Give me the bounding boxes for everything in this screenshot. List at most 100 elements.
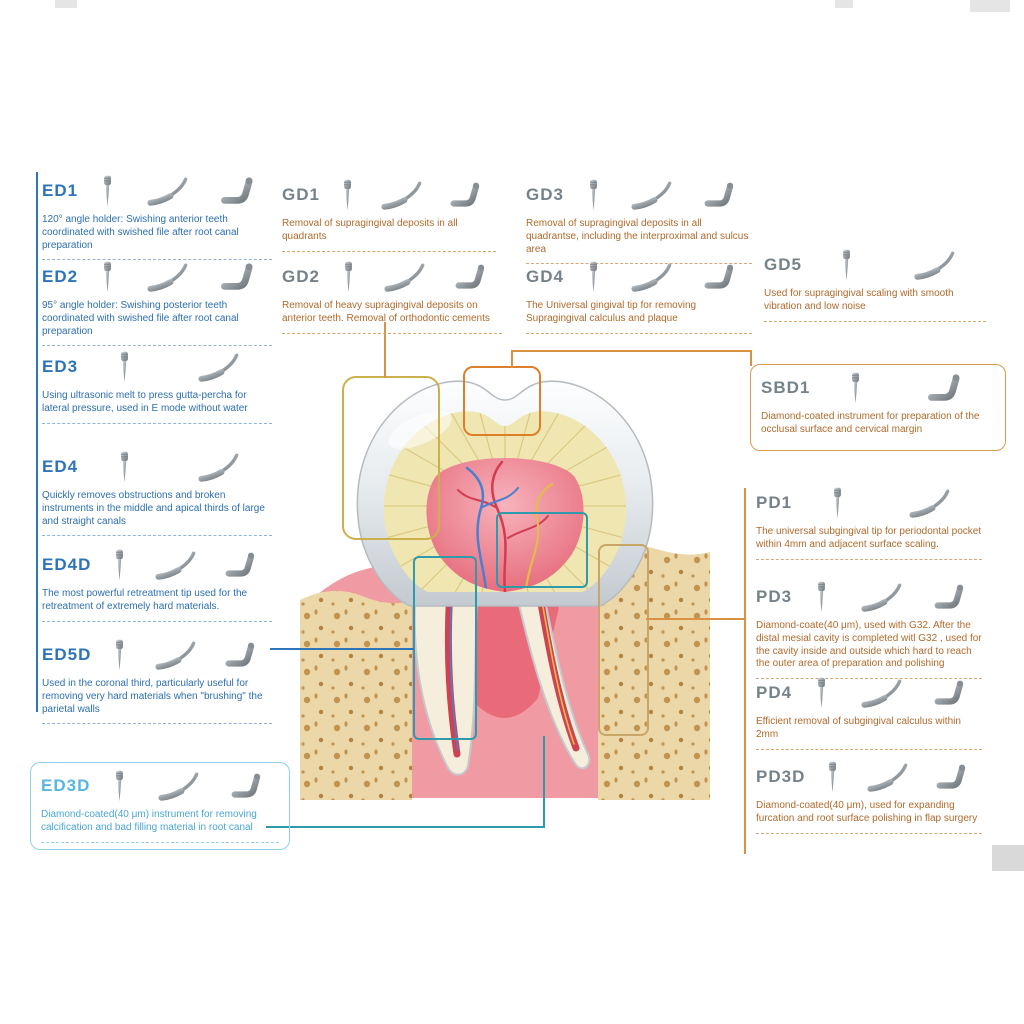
tip-description: Quickly removes obstructions and broken …	[42, 488, 272, 537]
angled-holder-icon	[933, 676, 967, 710]
scaler-insert-icon	[111, 548, 128, 582]
tooth-cross-section-illustration	[300, 380, 710, 800]
connector-ed5d-to-root	[270, 648, 414, 650]
tip-photos	[570, 260, 752, 294]
angled-holder-icon	[935, 760, 969, 794]
connector-gd-to-crown	[384, 322, 386, 378]
curved-tip-icon	[198, 450, 240, 484]
tip-photos	[84, 450, 272, 484]
angled-holder-icon	[224, 548, 258, 582]
angled-holder-icon	[933, 580, 967, 614]
tip-photos	[97, 638, 272, 672]
alveolar-bone-left	[300, 590, 412, 800]
entry-ed3d: ED3D Diamond-coated(40 μm) instrument fo…	[30, 762, 290, 850]
tip-photos	[84, 174, 272, 208]
tip-label: PD4	[756, 683, 793, 702]
curved-tip-icon	[155, 638, 197, 672]
tip-description: Removal of supragingival deposits in all…	[282, 216, 496, 252]
tip-description: Used in the coronal third, particularly …	[42, 676, 272, 725]
tip-photos	[84, 350, 272, 384]
tip-label: GD2	[282, 267, 320, 286]
connector-pd-to-periodontal	[646, 618, 746, 620]
angled-holder-icon	[703, 260, 737, 294]
curved-tip-icon	[155, 548, 197, 582]
curved-tip-icon	[147, 174, 189, 208]
curved-tip-icon	[631, 260, 673, 294]
tip-photos	[326, 178, 496, 212]
entry-pd3d: PD3D Diamond-coated(40 μm), used for exp…	[756, 756, 982, 834]
angled-holder-icon	[219, 174, 257, 208]
connector-sbd1-drop	[750, 350, 752, 366]
tip-description: Used for supragingival scaling with smoo…	[764, 286, 986, 322]
scaler-insert-icon	[116, 450, 133, 484]
highlight-pulp-chamber	[496, 512, 588, 588]
curved-tip-icon	[381, 178, 423, 212]
crop-artifact	[55, 0, 77, 8]
entry-gd5: GD5 Used for supragingival scaling with …	[764, 244, 986, 322]
tip-description: Using ultrasonic melt to press gutta-per…	[42, 388, 272, 424]
scaler-insert-icon	[813, 676, 830, 710]
tip-photos	[84, 260, 272, 294]
entry-pd4: PD4 Efficient removal of subgingival cal…	[756, 672, 982, 750]
crop-artifact	[970, 0, 1010, 12]
angled-holder-icon	[449, 178, 483, 212]
tip-description: 120° angle holder: Swishing anterior tee…	[42, 212, 272, 261]
angled-holder-icon	[703, 178, 737, 212]
tip-description: Diamond-coated(40 μm) instrument for rem…	[41, 807, 279, 843]
tip-label: GD4	[526, 267, 564, 286]
enamel-gloss-highlight	[388, 411, 452, 449]
curved-tip-icon	[861, 580, 903, 614]
tip-label: ED4	[42, 457, 79, 476]
tip-description: Removal of heavy supragingival deposits …	[282, 298, 502, 334]
tip-photos	[326, 260, 502, 294]
highlight-crown-left	[342, 376, 440, 540]
tip-description: 95° angle holder: Swishing posterior tee…	[42, 298, 272, 347]
curved-tip-icon	[861, 676, 903, 710]
tip-label: GD5	[764, 255, 802, 274]
tip-label: GD3	[526, 185, 564, 204]
angled-holder-icon	[230, 769, 264, 803]
alveolar-bone-right	[598, 545, 710, 800]
crop-artifact	[835, 0, 853, 8]
tip-label: PD3	[756, 587, 793, 606]
scaler-insert-icon	[116, 350, 133, 384]
curved-tip-icon	[158, 769, 200, 803]
crop-artifact-corner	[992, 845, 1024, 871]
tip-label: PD1	[756, 493, 793, 512]
tip-label: ED3D	[41, 776, 91, 795]
tip-photos	[570, 178, 752, 212]
tip-photos	[798, 676, 982, 710]
curved-tip-icon	[198, 350, 240, 384]
tip-label: PD3D	[756, 767, 806, 786]
tip-photos	[798, 486, 982, 520]
scaler-insert-icon	[829, 486, 846, 520]
entry-gd4: GD4 The Universal gingival tip for remov…	[526, 256, 752, 334]
entry-ed4: ED4 Quickly removes obstructions and bro…	[42, 446, 272, 537]
tip-photos	[816, 371, 995, 405]
tip-label: GD1	[282, 185, 320, 204]
tip-description: Efficient removal of subgingival calculu…	[756, 714, 982, 750]
connector-ed3d-vertical	[543, 736, 545, 828]
angled-holder-icon	[224, 638, 258, 672]
scaler-insert-icon	[99, 260, 116, 294]
curved-tip-icon	[867, 760, 909, 794]
curved-tip-icon	[914, 248, 956, 282]
scaler-insert-icon	[340, 260, 357, 294]
connector-occlusal-drop	[511, 350, 513, 368]
pulp-vessels-nerves	[457, 460, 554, 592]
tip-description: Removal of supragingival deposits in all…	[526, 216, 752, 265]
entry-ed4d: ED4D The most powerful retreatment tip u…	[42, 544, 272, 622]
tip-photos	[808, 248, 986, 282]
entry-gd1: GD1 Removal of supragingival deposits in…	[282, 174, 496, 252]
angled-holder-icon	[926, 371, 964, 405]
ed-group-bracket	[36, 172, 38, 712]
tip-label: ED3	[42, 357, 79, 376]
highlight-occlusal-surface	[463, 366, 541, 436]
connector-ed3d-horizontal	[266, 826, 545, 828]
pd-group-bracket	[744, 488, 746, 854]
scaler-insert-icon	[838, 248, 855, 282]
tip-description: The most powerful retreatment tip used f…	[42, 586, 272, 622]
scaler-insert-icon	[847, 371, 864, 405]
tip-label: ED2	[42, 267, 79, 286]
